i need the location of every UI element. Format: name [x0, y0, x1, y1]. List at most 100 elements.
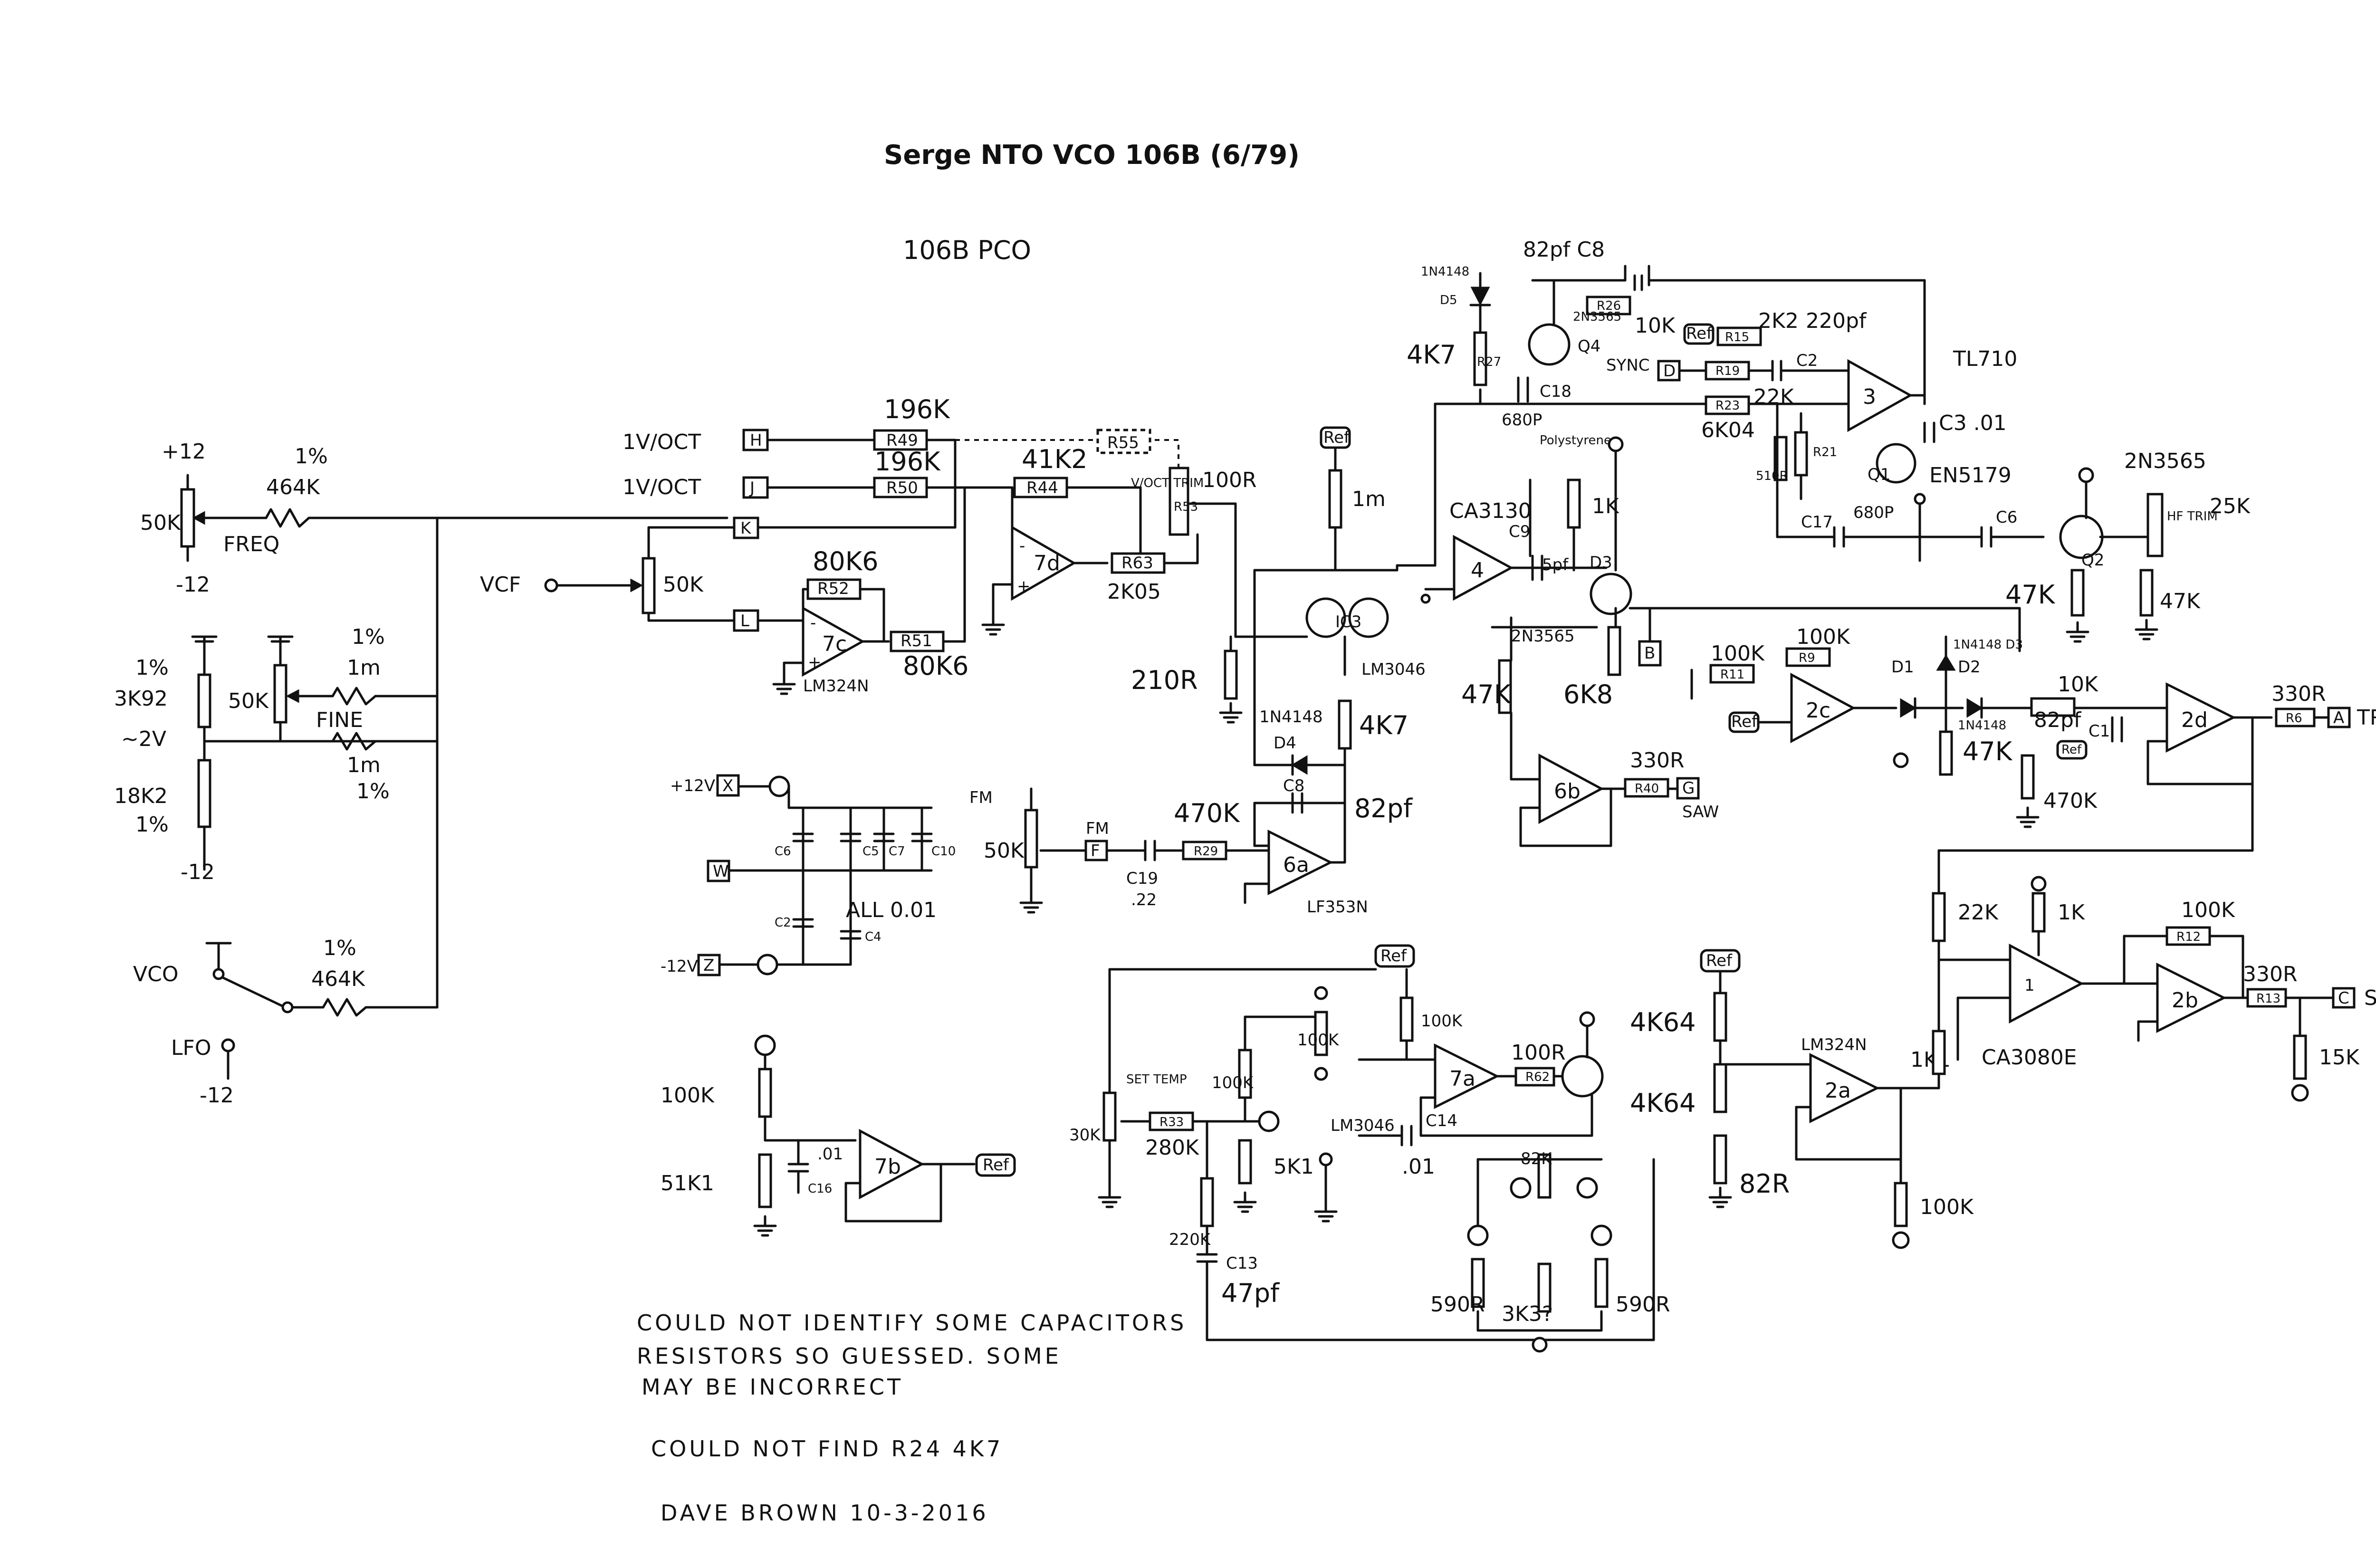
transistor-7a-out: [1561, 1055, 1604, 1098]
label-jack-c: C: [2338, 989, 2349, 1008]
label-5pf: 5pf: [1542, 555, 1569, 574]
label-7a: 7a: [1449, 1067, 1475, 1091]
label-r15: R15: [1725, 330, 1749, 344]
label-en5179: EN5179: [1929, 463, 2012, 488]
label-c1: C1: [2089, 722, 2110, 741]
label-22k-sync: 22K: [1753, 385, 1794, 409]
label-voct-trim: V/OCT TRIM: [1131, 476, 1204, 490]
opamp-7c-minus: -: [810, 613, 816, 632]
label-51k1: 51K1: [661, 1171, 714, 1195]
sine-shaper: Ref 4K64 4K64 82R LM324N 2a 1K1 100K 22K: [1630, 849, 2376, 1249]
resistor-r23: [1705, 395, 1750, 415]
ref-node-sync: [1683, 323, 1715, 345]
label-fm-pot: FM: [969, 788, 993, 807]
label-r51: R51: [901, 631, 932, 650]
power-decoupling: +12V X W -12V Z C6 C5 C7 C10: [661, 774, 956, 976]
resistor-r41: [1200, 1177, 1214, 1227]
label-510r: 510R: [1756, 469, 1788, 483]
label-r12: R12: [2176, 930, 2201, 944]
resistor-47k-core: [1498, 659, 1512, 714]
label-1n4148-tri: 1N4148: [1958, 718, 2006, 733]
temperature-compensation: Ref SET TEMP 30K R33 280K 100K 100K LM30…: [1069, 944, 1670, 1353]
resistor-r28: [1607, 626, 1621, 676]
label-c7-power: C7: [889, 844, 905, 859]
label-lm3046-a: LM3046: [1361, 660, 1426, 679]
jack-k[interactable]: [733, 516, 759, 539]
label-82pf-c8: 82pf C8: [1523, 238, 1605, 262]
label-1m-ic3: 1m: [1352, 487, 1386, 511]
label-82pf-a: 82pf: [1354, 794, 1413, 823]
label-r11: R11: [1720, 668, 1744, 682]
label-47k-tri: 47K: [1963, 736, 2013, 766]
label-196k-b: 196K: [874, 447, 941, 477]
label-82pf-tri: 82pf: [2034, 708, 2082, 732]
resistor-r26: [1586, 296, 1631, 316]
label-ref-out: Ref: [983, 1156, 1009, 1175]
label-ic3: IC3: [1335, 612, 1361, 631]
label-680p-core: 680P: [1502, 411, 1542, 430]
jack-b[interactable]: [1638, 640, 1662, 667]
jack-j[interactable]: [742, 476, 769, 499]
label-1n4148-a: 1N4148: [1259, 708, 1323, 727]
label-330r-sine: 330R: [2243, 962, 2298, 986]
resistor-r15: [1716, 326, 1762, 346]
transistor-q1: [1876, 443, 1916, 484]
label-jack-f: F: [1091, 841, 1100, 860]
label-r62: R62: [1525, 1070, 1550, 1084]
label-jack-h: H: [750, 431, 762, 450]
label-ref-sine: Ref: [1706, 951, 1733, 970]
fine-pot: [273, 664, 287, 724]
label-7d: 7d: [1034, 551, 1060, 575]
label-r55: R55: [1107, 433, 1139, 452]
label-100r-trim: 100R: [1202, 468, 1257, 492]
resistor-r17-sine: [1713, 1134, 1727, 1185]
label-4k64-a: 4K64: [1630, 1007, 1696, 1037]
cv-inputs: 1V/OCT 1V/OCT H J K L VCF 50K: [480, 429, 769, 632]
label-r50: R50: [886, 478, 918, 497]
label-022: .22: [1131, 890, 1157, 909]
label-jack-b: B: [1644, 644, 1655, 663]
label-2d: 2d: [2181, 708, 2208, 732]
label-2n3565-a: 2N3565: [1573, 310, 1621, 324]
label-470k-tri: 470K: [2043, 789, 2098, 813]
label-7b: 7b: [874, 1155, 901, 1179]
label-ref-2c: Ref: [1731, 712, 1758, 731]
label-ref-1: Ref: [1323, 428, 1350, 447]
label-1n4148-b: 1N4148: [1421, 265, 1469, 279]
label-2k2: 2K2: [1758, 309, 1799, 333]
resistor-r46: [1314, 1011, 1328, 1056]
label-r13: R13: [2256, 992, 2280, 1006]
label-c6: C6: [1996, 508, 2017, 527]
opamp-2d: [2165, 682, 2236, 753]
jack-a[interactable]: [2327, 707, 2351, 728]
label-r23: R23: [1715, 399, 1740, 413]
label-minus12-b: -12: [181, 860, 215, 884]
label-c2: C2: [1796, 351, 1818, 370]
label-r21: R21: [1813, 445, 1837, 459]
oscillator-core: 1N4148 D5 R27 4K7 82pf C8 R26 10K 2N3565…: [1396, 238, 2021, 714]
fm-pot: [1024, 809, 1038, 869]
label-100k-r64: 100K: [1421, 1012, 1463, 1031]
label-jack-l: L: [740, 612, 749, 631]
vcf-input[interactable]: [544, 578, 558, 593]
label-c6-power: C6: [775, 844, 791, 859]
note-line-1: COULD NOT IDENTIFY SOME CAPACITORS: [637, 1310, 1187, 1336]
resistor-r5-sine: [2293, 1034, 2307, 1080]
label-c9: C9: [1509, 522, 1530, 541]
label-590r-b: 590R: [1616, 1292, 1670, 1317]
label-sine: SINE: [2364, 986, 2376, 1010]
resistor-r21: [1794, 431, 1808, 477]
label-c3: C3 .01: [1939, 411, 2007, 435]
ref-node-tri: [2056, 740, 2088, 760]
label-001-temp: .01: [1402, 1155, 1435, 1179]
jack-x[interactable]: [716, 774, 740, 797]
label-r9: R9: [1799, 651, 1815, 665]
label-c4-power: C4: [865, 930, 881, 944]
schematic-title: Serge NTO VCO 106B (6/79): [884, 140, 1300, 171]
jack-g[interactable]: [1676, 777, 1700, 800]
resistor-r19: [1705, 361, 1750, 381]
label-82r: 82R: [1739, 1169, 1790, 1199]
label-80k6-b: 80K6: [903, 651, 968, 681]
jack-c[interactable]: [2332, 987, 2356, 1009]
resistor-r27: [1473, 331, 1487, 386]
